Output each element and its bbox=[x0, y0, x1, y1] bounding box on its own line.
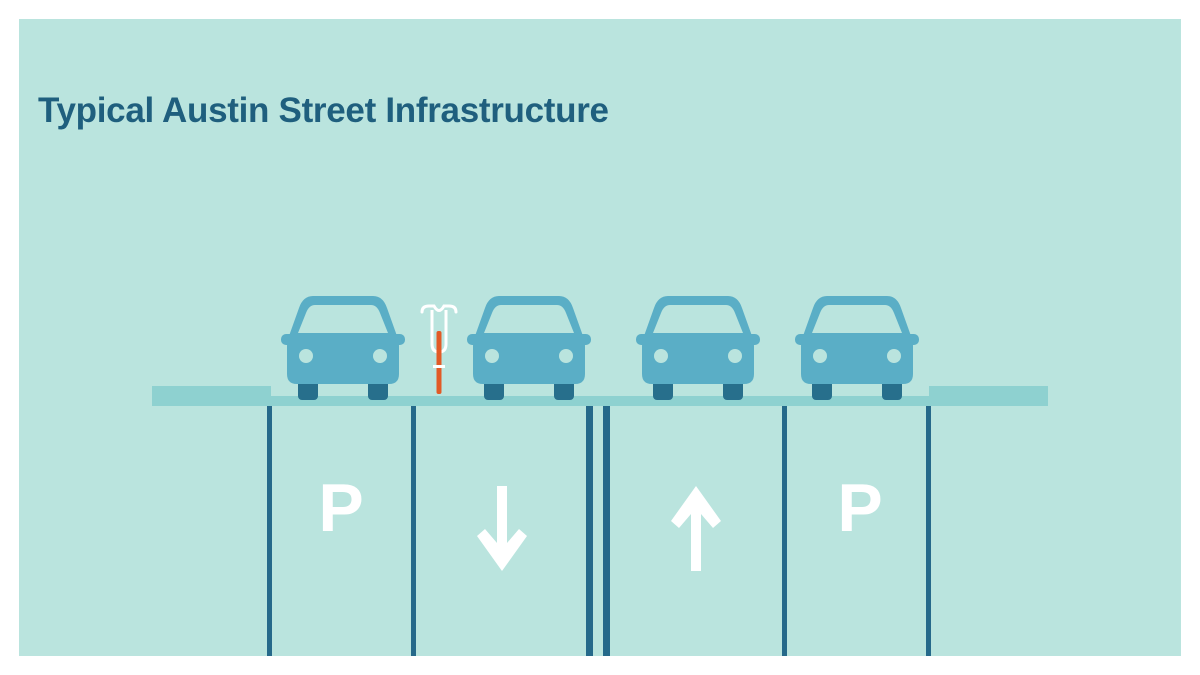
diagram-panel: Typical Austin Street Infrastructure bbox=[19, 19, 1181, 656]
lane-line-parking-right bbox=[782, 406, 787, 656]
parking-marking-right: P bbox=[837, 470, 882, 546]
bicycle-icon bbox=[420, 304, 458, 394]
center-line-left bbox=[586, 406, 593, 656]
street-cross-section: P P bbox=[152, 296, 1048, 656]
parking-marking-left: P bbox=[318, 470, 363, 546]
car-icon bbox=[281, 296, 405, 400]
car-icon bbox=[795, 296, 919, 400]
lane-line-parking-left bbox=[411, 406, 416, 656]
up-arrow-icon bbox=[671, 486, 721, 571]
center-line-right bbox=[603, 406, 610, 656]
diagram-title: Typical Austin Street Infrastructure bbox=[38, 91, 609, 130]
car-icon bbox=[467, 296, 591, 400]
down-arrow-icon bbox=[477, 486, 527, 571]
road-surface bbox=[271, 396, 929, 406]
sidewalk-right bbox=[929, 386, 1048, 406]
lane-line-curb-right bbox=[926, 406, 931, 656]
sidewalk-left bbox=[152, 386, 271, 406]
lane-line-curb-left bbox=[267, 406, 272, 656]
car-icon bbox=[636, 296, 760, 400]
